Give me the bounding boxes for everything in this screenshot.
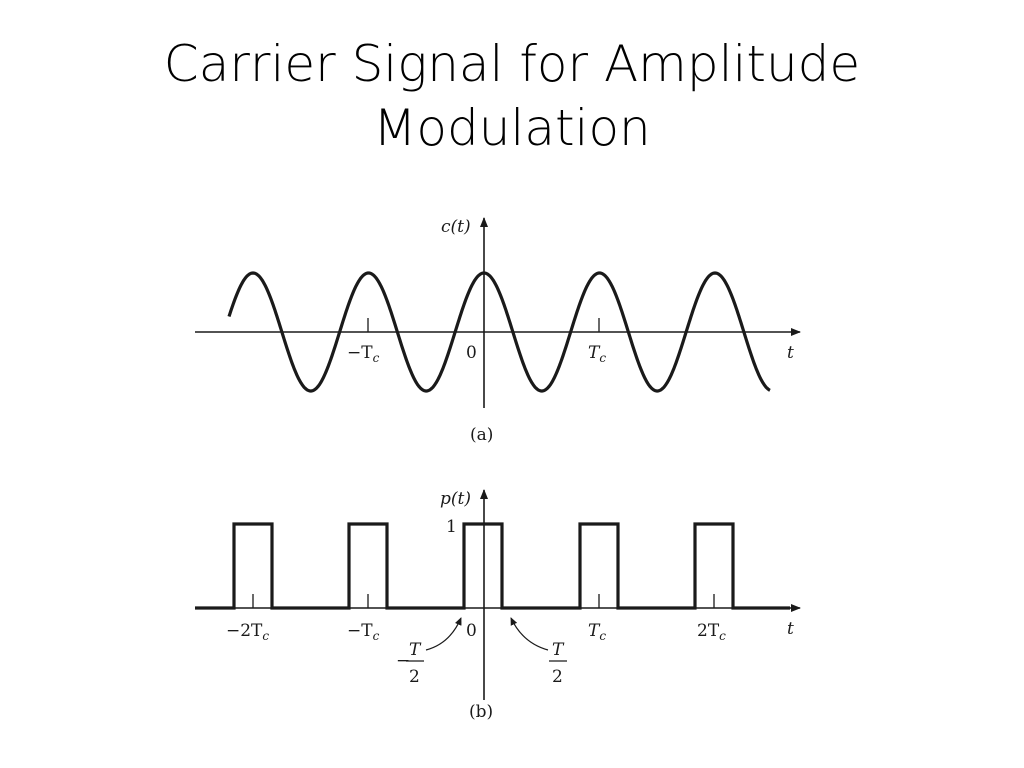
slide-title-line-1: Carrier Signal for Amplitude: [163, 35, 861, 93]
slide-title-line-2: Modulation: [373, 99, 651, 157]
figure-b-x-label: t: [787, 619, 794, 639]
figure-a-y-label: c(t): [441, 217, 471, 237]
figure-b-level-label: 1: [446, 517, 457, 537]
figure-b-left-edge-annotation: − T 2: [396, 617, 462, 687]
figure-b-y-label: p(t): [440, 489, 471, 509]
figure-b-tick-label-2tc: 2Tc: [697, 621, 726, 643]
figure-b-right-edge-arrow: [510, 617, 549, 651]
figure-b-tick-label-neg-tc: −Tc: [347, 621, 380, 643]
figure-a-tick-label-neg-tc: −Tc: [347, 343, 380, 365]
figure-b-caption: (b): [469, 702, 493, 722]
figure-b-left-edge-den: 2: [409, 667, 420, 687]
figure-b-right-edge-num: T: [552, 640, 565, 660]
slide-title: Carrier Signal for Amplitude Modulation: [0, 32, 1024, 160]
figure-b-right-edge-den: 2: [552, 667, 563, 687]
figure-b-tick-label-neg-2tc: −2Tc: [226, 621, 269, 643]
figure-b-left-edge-arrow: [425, 617, 462, 651]
figure-a: c(t) t −Tc 0 Tc (a): [195, 217, 801, 445]
figure-b-left-edge-sign: −: [396, 651, 410, 671]
carrier-wave: [227, 271, 771, 393]
figure-a-tick-label-tc: Tc: [588, 343, 606, 365]
figure-a-caption: (a): [470, 425, 493, 445]
figure-b-left-edge-num: T: [409, 640, 422, 660]
figure-a-tick-label-zero: 0: [466, 343, 477, 363]
figure-b-tick-label-zero: 0: [466, 621, 477, 641]
pulse-train: [195, 522, 790, 610]
figure-b: p(t) 1 t −2Tc −Tc 0 Tc 2Tc − T 2 T 2: [195, 489, 801, 722]
figure-b-tick-label-tc: Tc: [588, 621, 606, 643]
figure-b-right-edge-annotation: T 2: [510, 617, 567, 687]
figure-a-x-label: t: [787, 343, 794, 363]
